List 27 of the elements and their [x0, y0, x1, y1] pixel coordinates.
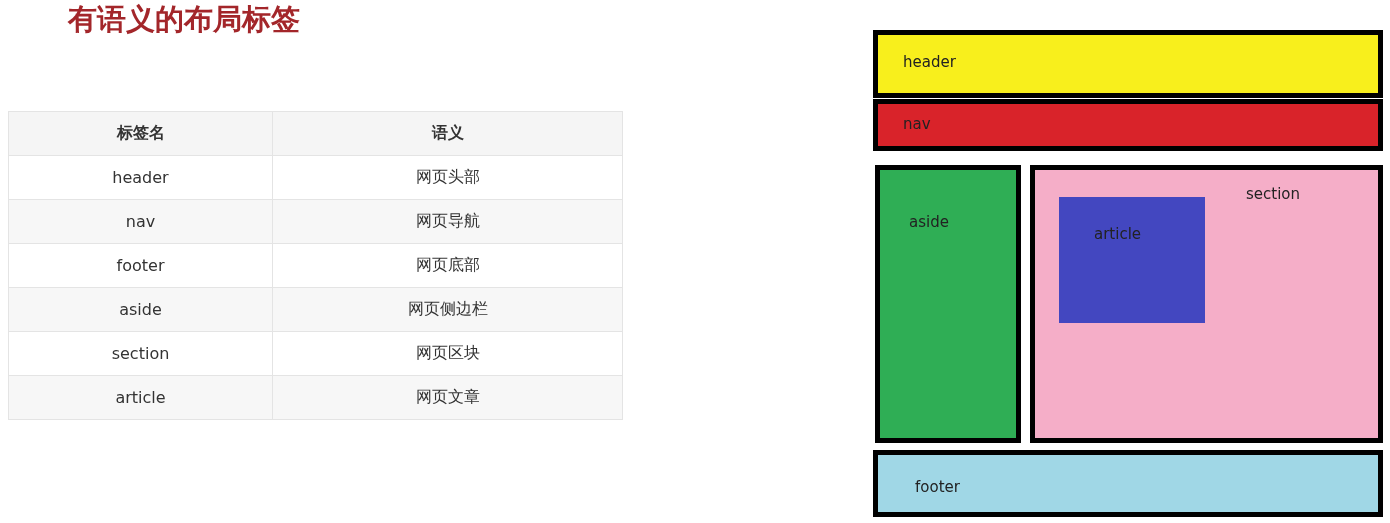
table-cell: nav: [8, 199, 273, 244]
table-header-cell: 语义: [272, 111, 623, 156]
aside-block: [875, 165, 1021, 443]
nav-block: [873, 99, 1383, 151]
header-block: [873, 30, 1383, 98]
table-cell: 网页区块: [272, 331, 623, 376]
table-cell: header: [8, 155, 273, 200]
table-cell: footer: [8, 243, 273, 288]
table-cell: aside: [8, 287, 273, 332]
block-label: footer: [915, 478, 960, 496]
table-cell: 网页头部: [272, 155, 623, 200]
table-header-cell: 标签名: [8, 111, 273, 156]
block-label: article: [1094, 225, 1142, 243]
section-block: [1030, 165, 1383, 443]
block-label: aside: [909, 213, 949, 231]
table-cell: section: [8, 331, 273, 376]
table-cell: 网页导航: [272, 199, 623, 244]
table-cell: 网页文章: [272, 375, 623, 420]
table-cell: 网页底部: [272, 243, 623, 288]
block-label: header: [903, 53, 956, 71]
footer-block: [873, 450, 1383, 517]
block-label: section: [1246, 185, 1301, 203]
table-cell: article: [8, 375, 273, 420]
table-cell: 网页侧边栏: [272, 287, 623, 332]
page-title: 有语义的布局标签: [68, 1, 300, 38]
block-label: nav: [903, 115, 931, 133]
article-block: [1059, 197, 1205, 323]
